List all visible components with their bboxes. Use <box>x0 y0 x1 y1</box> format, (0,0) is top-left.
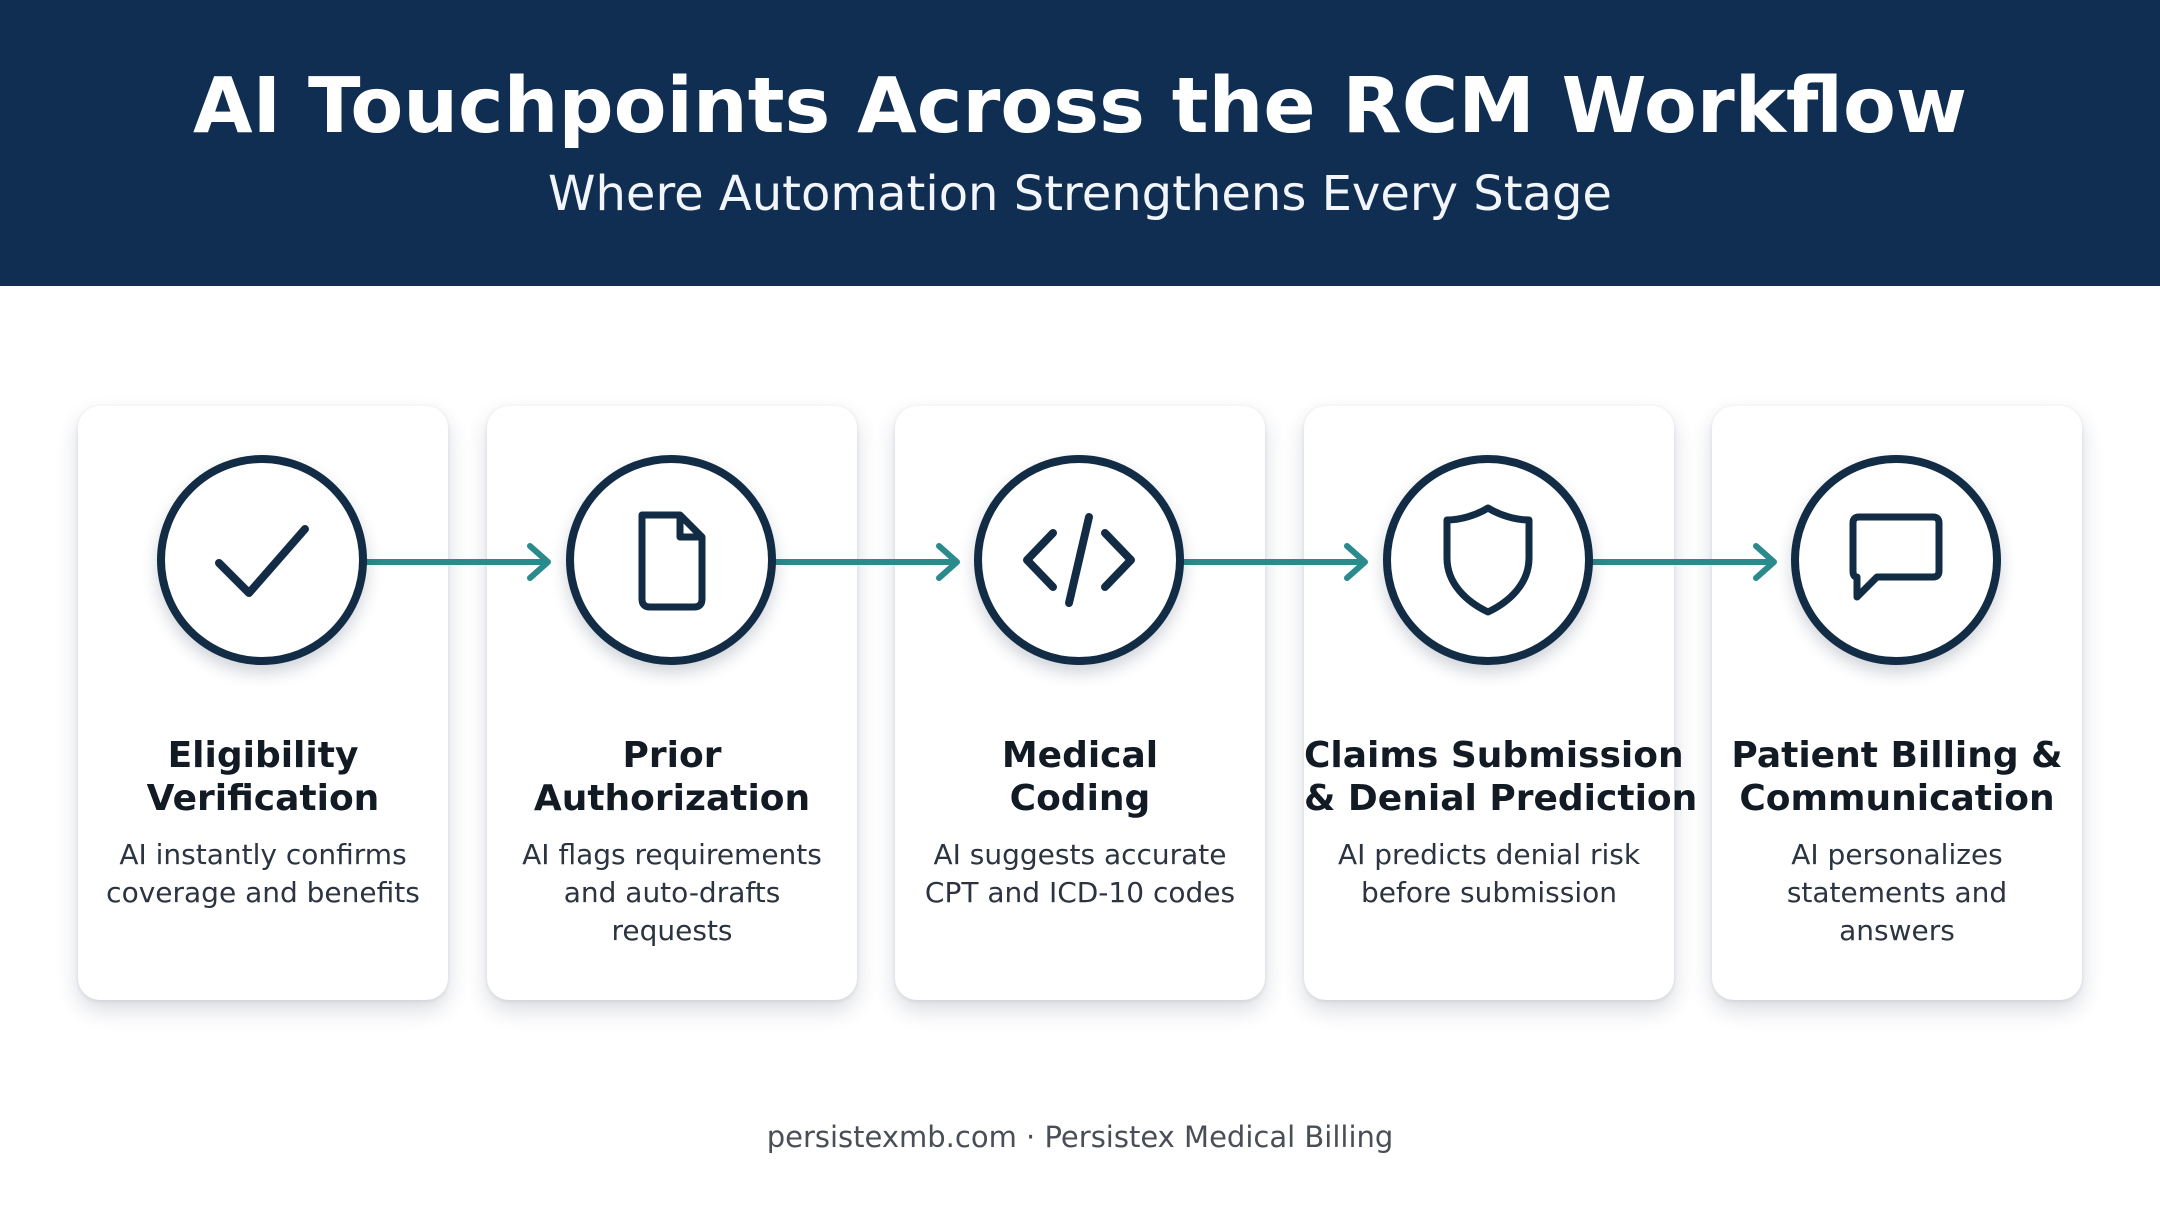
header-banner: AI Touchpoints Across the RCM Workflow W… <box>0 0 2160 286</box>
chat-bubble-icon <box>1791 455 2001 665</box>
code-icon <box>974 455 1184 665</box>
page-title: AI Touchpoints Across the RCM Workflow <box>192 62 1968 151</box>
stage-description: AI instantly confirms coverage and benef… <box>106 838 420 909</box>
flow-arrow-icon <box>366 543 551 581</box>
footer-credit: persistexmb.com · Persistex Medical Bill… <box>766 1120 1394 1154</box>
flow-arrow-icon <box>1183 543 1368 581</box>
stage-title: Patient Billing & Communication <box>1731 735 2063 819</box>
stage-title: Eligibility Verification <box>146 735 380 819</box>
stage-title: Claims Submission & Denial Prediction <box>1304 735 1698 819</box>
stage-description: AI suggests accurate CPT and ICD-10 code… <box>924 838 1236 909</box>
document-icon <box>566 455 776 665</box>
flow-arrow-icon <box>1592 543 1777 581</box>
page-subtitle: Where Automation Strengthens Every Stage <box>548 166 1612 222</box>
stage-description: AI personalizes statements and answers <box>1786 838 2008 947</box>
checkmark-icon <box>157 455 367 665</box>
stage-title: Medical Coding <box>1001 735 1159 819</box>
stage-description: AI predicts denial risk before submissio… <box>1337 838 1641 909</box>
stage-title: Prior Authorization <box>533 735 811 819</box>
stage-card-medical-coding: Medical Coding AI suggests accurate CPT … <box>895 406 1265 1000</box>
flow-arrow-icon <box>775 543 960 581</box>
shield-icon <box>1383 455 1593 665</box>
stage-description: AI flags requirements and auto-drafts re… <box>522 838 822 947</box>
